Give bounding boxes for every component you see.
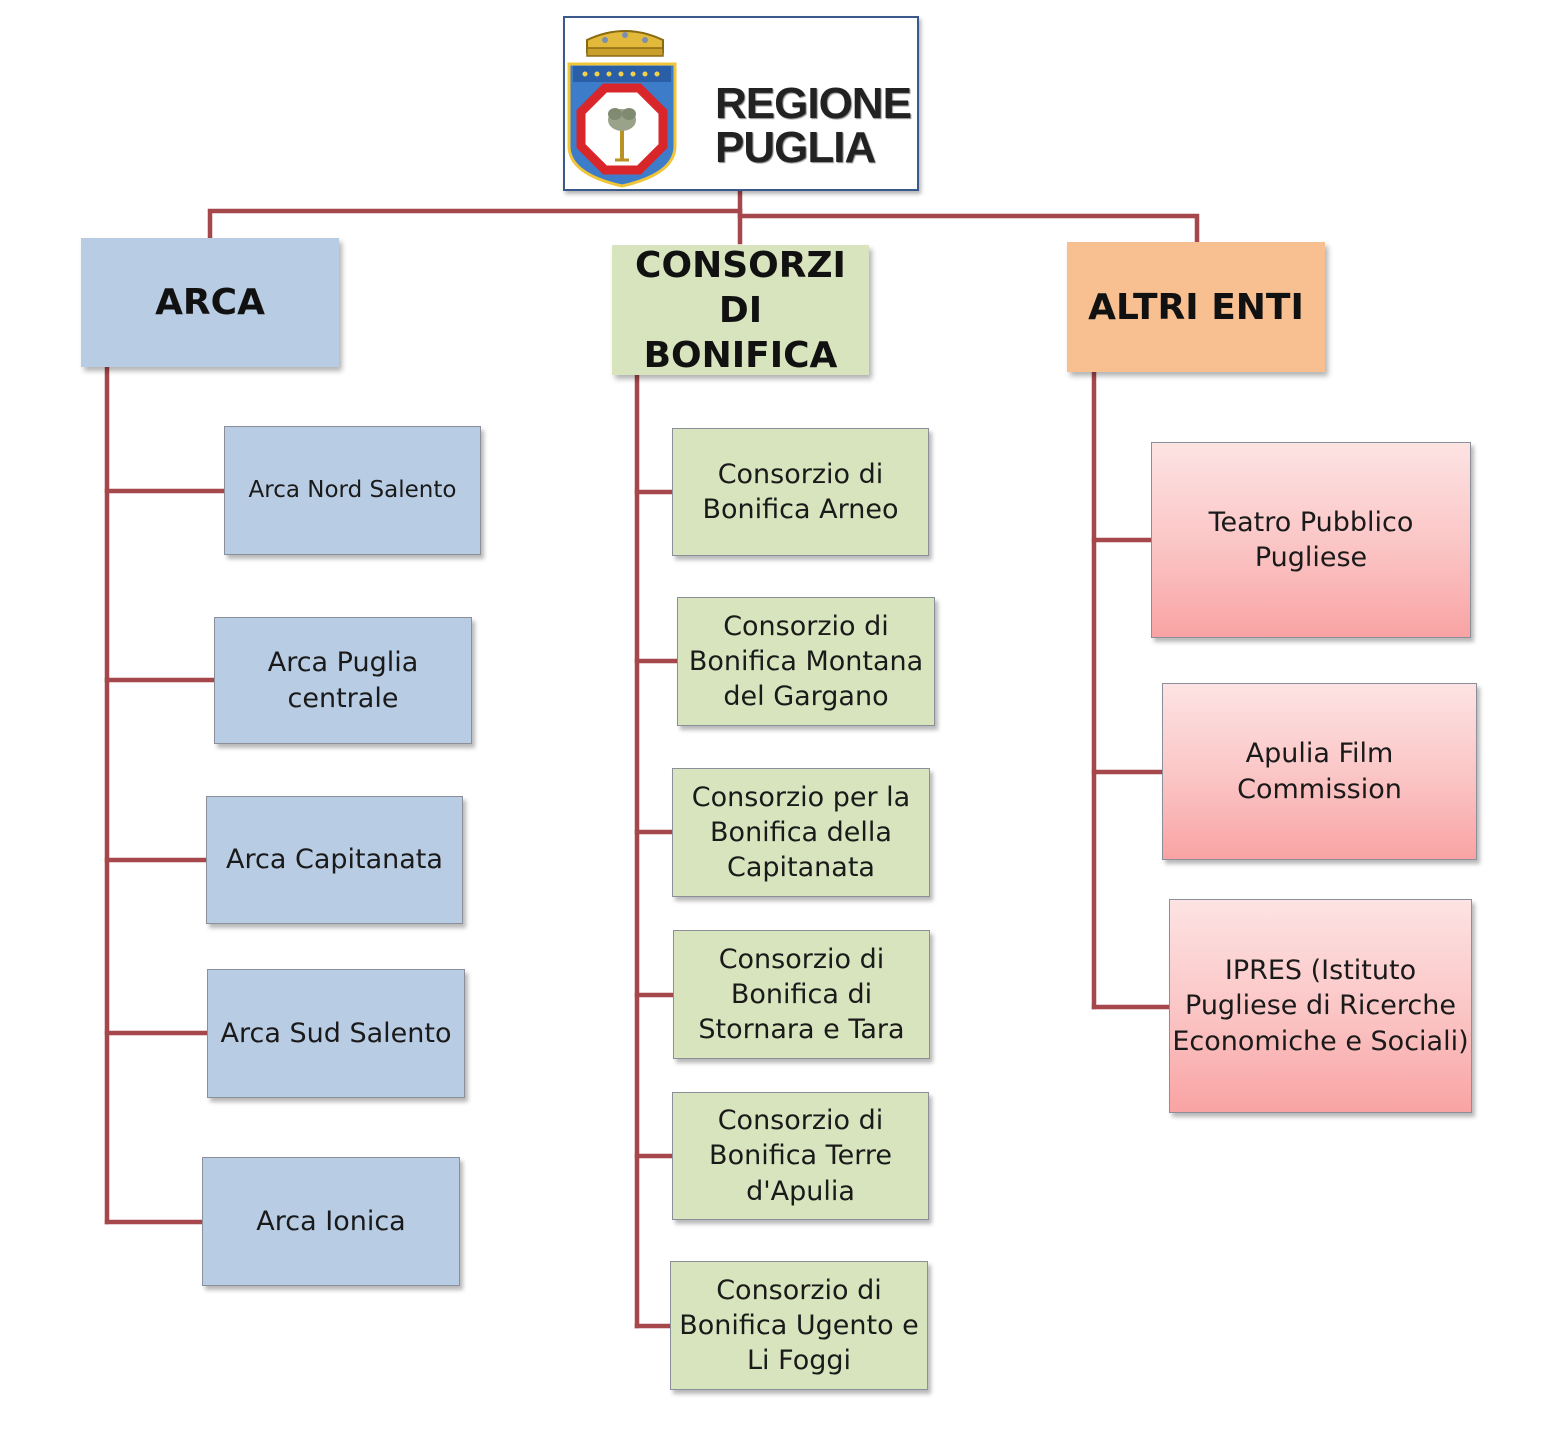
altri-enti-item: Apulia Film Commission: [1162, 683, 1477, 860]
altri-enti-item: Teatro Pubblico Pugliese: [1151, 442, 1471, 638]
arca-item-label: Arca Sud Salento: [220, 1017, 452, 1049]
arca-item-label: Arca Puglia centrale: [267, 647, 419, 714]
arca-item-label: Arca Capitanata: [226, 844, 443, 876]
consorzio-item-label: Consorzio di Bonifica Arneo: [702, 458, 899, 525]
arca-item: Arca Puglia centrale: [214, 617, 472, 744]
arca-item: Arca Capitanata: [206, 796, 463, 924]
arca-item-label: Arca Nord Salento: [248, 476, 457, 503]
category-arca: ARCA: [81, 238, 339, 367]
consorzio-item: Consorzio di Bonifica Terre d'Apulia: [672, 1092, 929, 1220]
consorzio-item-label: Consorzio per la Bonifica della Capitana…: [691, 781, 911, 884]
category-arca-title: ARCA: [155, 282, 265, 323]
altri-enti-item-label: Teatro Pubblico Pugliese: [1208, 506, 1414, 573]
consorzio-item: Consorzio per la Bonifica della Capitana…: [672, 768, 930, 897]
consorzio-item-label: Consorzio di Bonifica Terre d'Apulia: [709, 1105, 892, 1207]
altri-enti-item: IPRES (Istituto Pugliese di Ricerche Eco…: [1169, 899, 1472, 1113]
altri-enti-item-label: IPRES (Istituto Pugliese di Ricerche Eco…: [1172, 955, 1469, 1057]
connector-top-bus: [207, 208, 1200, 245]
consorzio-item: Consorzio di Bonifica Arneo: [672, 428, 929, 556]
consorzio-item: Consorzio di Bonifica di Stornara e Tara: [673, 930, 930, 1059]
arca-item: Arca Sud Salento: [207, 969, 465, 1098]
logo-text: REGIONE PUGLIA: [715, 79, 912, 172]
consorzio-item-label: Consorzio di Bonifica Montana del Gargan…: [688, 610, 924, 713]
regione-puglia-crest-icon: [567, 30, 677, 188]
consorzio-item-label: Consorzio di Bonifica di Stornara e Tara: [698, 943, 905, 1046]
consorzio-item: Consorzio di Bonifica Ugento e Li Foggi: [670, 1261, 928, 1390]
arca-item: Arca Nord Salento: [224, 426, 481, 555]
arca-item-label: Arca Ionica: [256, 1205, 406, 1237]
category-altri-enti: ALTRI ENTI: [1067, 242, 1325, 372]
category-consorzi-title: CONSORZI DI BONIFICA: [635, 244, 846, 376]
altri-enti-item-label: Apulia Film Commission: [1237, 738, 1402, 805]
regione-puglia-logo: REGIONE PUGLIA: [563, 16, 919, 191]
arca-item: Arca Ionica: [202, 1157, 460, 1286]
consorzio-item: Consorzio di Bonifica Montana del Gargan…: [677, 597, 935, 726]
consorzio-item-label: Consorzio di Bonifica Ugento e Li Foggi: [679, 1274, 919, 1377]
category-altri-title: ALTRI ENTI: [1088, 286, 1304, 328]
category-consorzi-di-bonifica: CONSORZI DI BONIFICA: [612, 244, 869, 376]
